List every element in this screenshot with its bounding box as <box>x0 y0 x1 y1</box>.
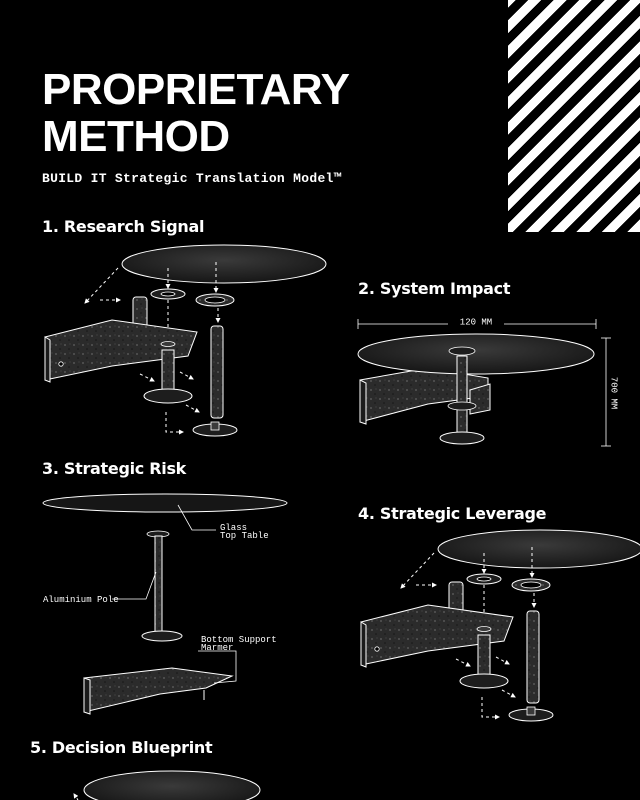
title-line-2: METHOD <box>42 112 230 161</box>
step-1-exploded-diagram <box>45 245 326 436</box>
step-2-label: 2. System Impact <box>358 279 511 298</box>
step-5-label: 5. Decision Blueprint <box>30 738 213 757</box>
height-dimension-label: 700 MM <box>609 377 619 409</box>
page-title: PROPRIETARY METHOD <box>42 65 350 161</box>
pole-annotation: Aluminium Pole <box>43 595 119 605</box>
page-subtitle: BUILD IT Strategic Translation Model™ <box>42 171 342 186</box>
step-1-label: 1. Research Signal <box>42 217 205 236</box>
step-4-label: 4. Strategic Leverage <box>358 504 547 523</box>
step-5-partial-diagram <box>73 770 261 800</box>
support-annotation-line-1: Bottom Support <box>201 635 277 645</box>
step-3-label: 3. Strategic Risk <box>42 459 187 478</box>
diagonal-stripes-decoration <box>508 0 640 232</box>
step-3-annotated-diagram: Glass Top Table Aluminium Pole Bottom Su… <box>42 493 288 715</box>
step-2-assembled-diagram: 120 MM 700 MM <box>357 316 620 447</box>
glass-annotation-line-2: Top Table <box>220 531 269 541</box>
support-annotation-line-2: Marmer <box>201 643 233 653</box>
width-dimension-label: 120 MM <box>460 317 492 327</box>
title-line-1: PROPRIETARY <box>42 65 350 114</box>
step-4-exploded-diagram <box>361 530 640 721</box>
glass-annotation-line-1: Glass <box>220 523 247 533</box>
